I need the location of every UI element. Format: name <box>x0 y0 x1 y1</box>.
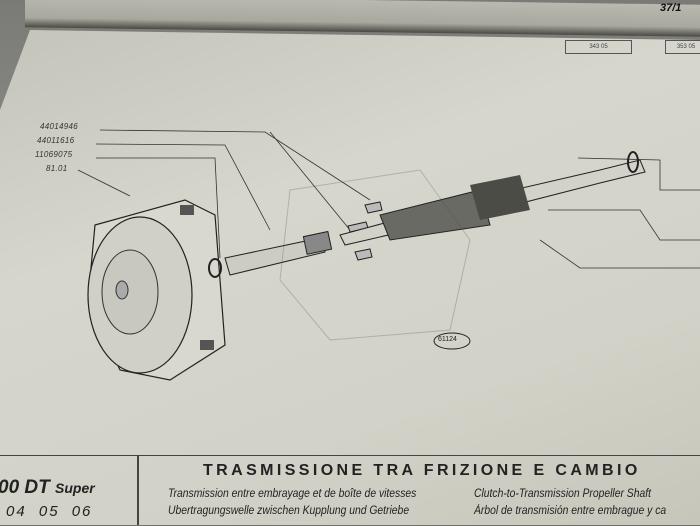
leader-lines <box>77 129 700 269</box>
callout-part-1: 44014946 <box>40 122 78 131</box>
callout-part-4: 81.01 <box>46 164 68 173</box>
section-title: TRASMISSIONE TRA FRIZIONE E CAMBIO <box>203 462 641 479</box>
header-ref-right: 353 05 <box>665 40 700 54</box>
ghost-housing <box>279 169 471 341</box>
model-codes: 04 05 06 <box>6 503 93 520</box>
clutch-housing <box>87 199 226 381</box>
subtitle-spanish: Árbol de transmisión entre embrague y ca <box>474 505 667 517</box>
seal-ring <box>208 258 222 278</box>
footer-divider <box>137 455 139 525</box>
short-shaft <box>224 230 333 276</box>
figure-number: 61124 <box>438 336 457 343</box>
footer-panel <box>0 455 700 526</box>
clips <box>347 201 383 261</box>
page-number: 37/1 <box>660 2 682 14</box>
callout-part-2: 44011616 <box>37 136 75 145</box>
subtitle-french: Transmission entre embrayage et de boîte… <box>168 488 417 500</box>
callout-part-3: 11069075 <box>35 150 73 159</box>
model-suffix: Super <box>55 480 95 496</box>
model-name: 00 DT Super <box>0 477 95 499</box>
propeller-shaft <box>339 151 646 246</box>
header-ref-left: 343 05 <box>565 40 632 54</box>
figure-number-oval <box>433 332 471 350</box>
subtitle-english: Clutch-to-Transmission Propeller Shaft <box>474 488 651 500</box>
model-code: 00 DT <box>0 477 50 498</box>
show-through-table <box>140 378 700 448</box>
subtitle-german: Übertragungswelle zwischen Kupplung und … <box>168 505 410 517</box>
